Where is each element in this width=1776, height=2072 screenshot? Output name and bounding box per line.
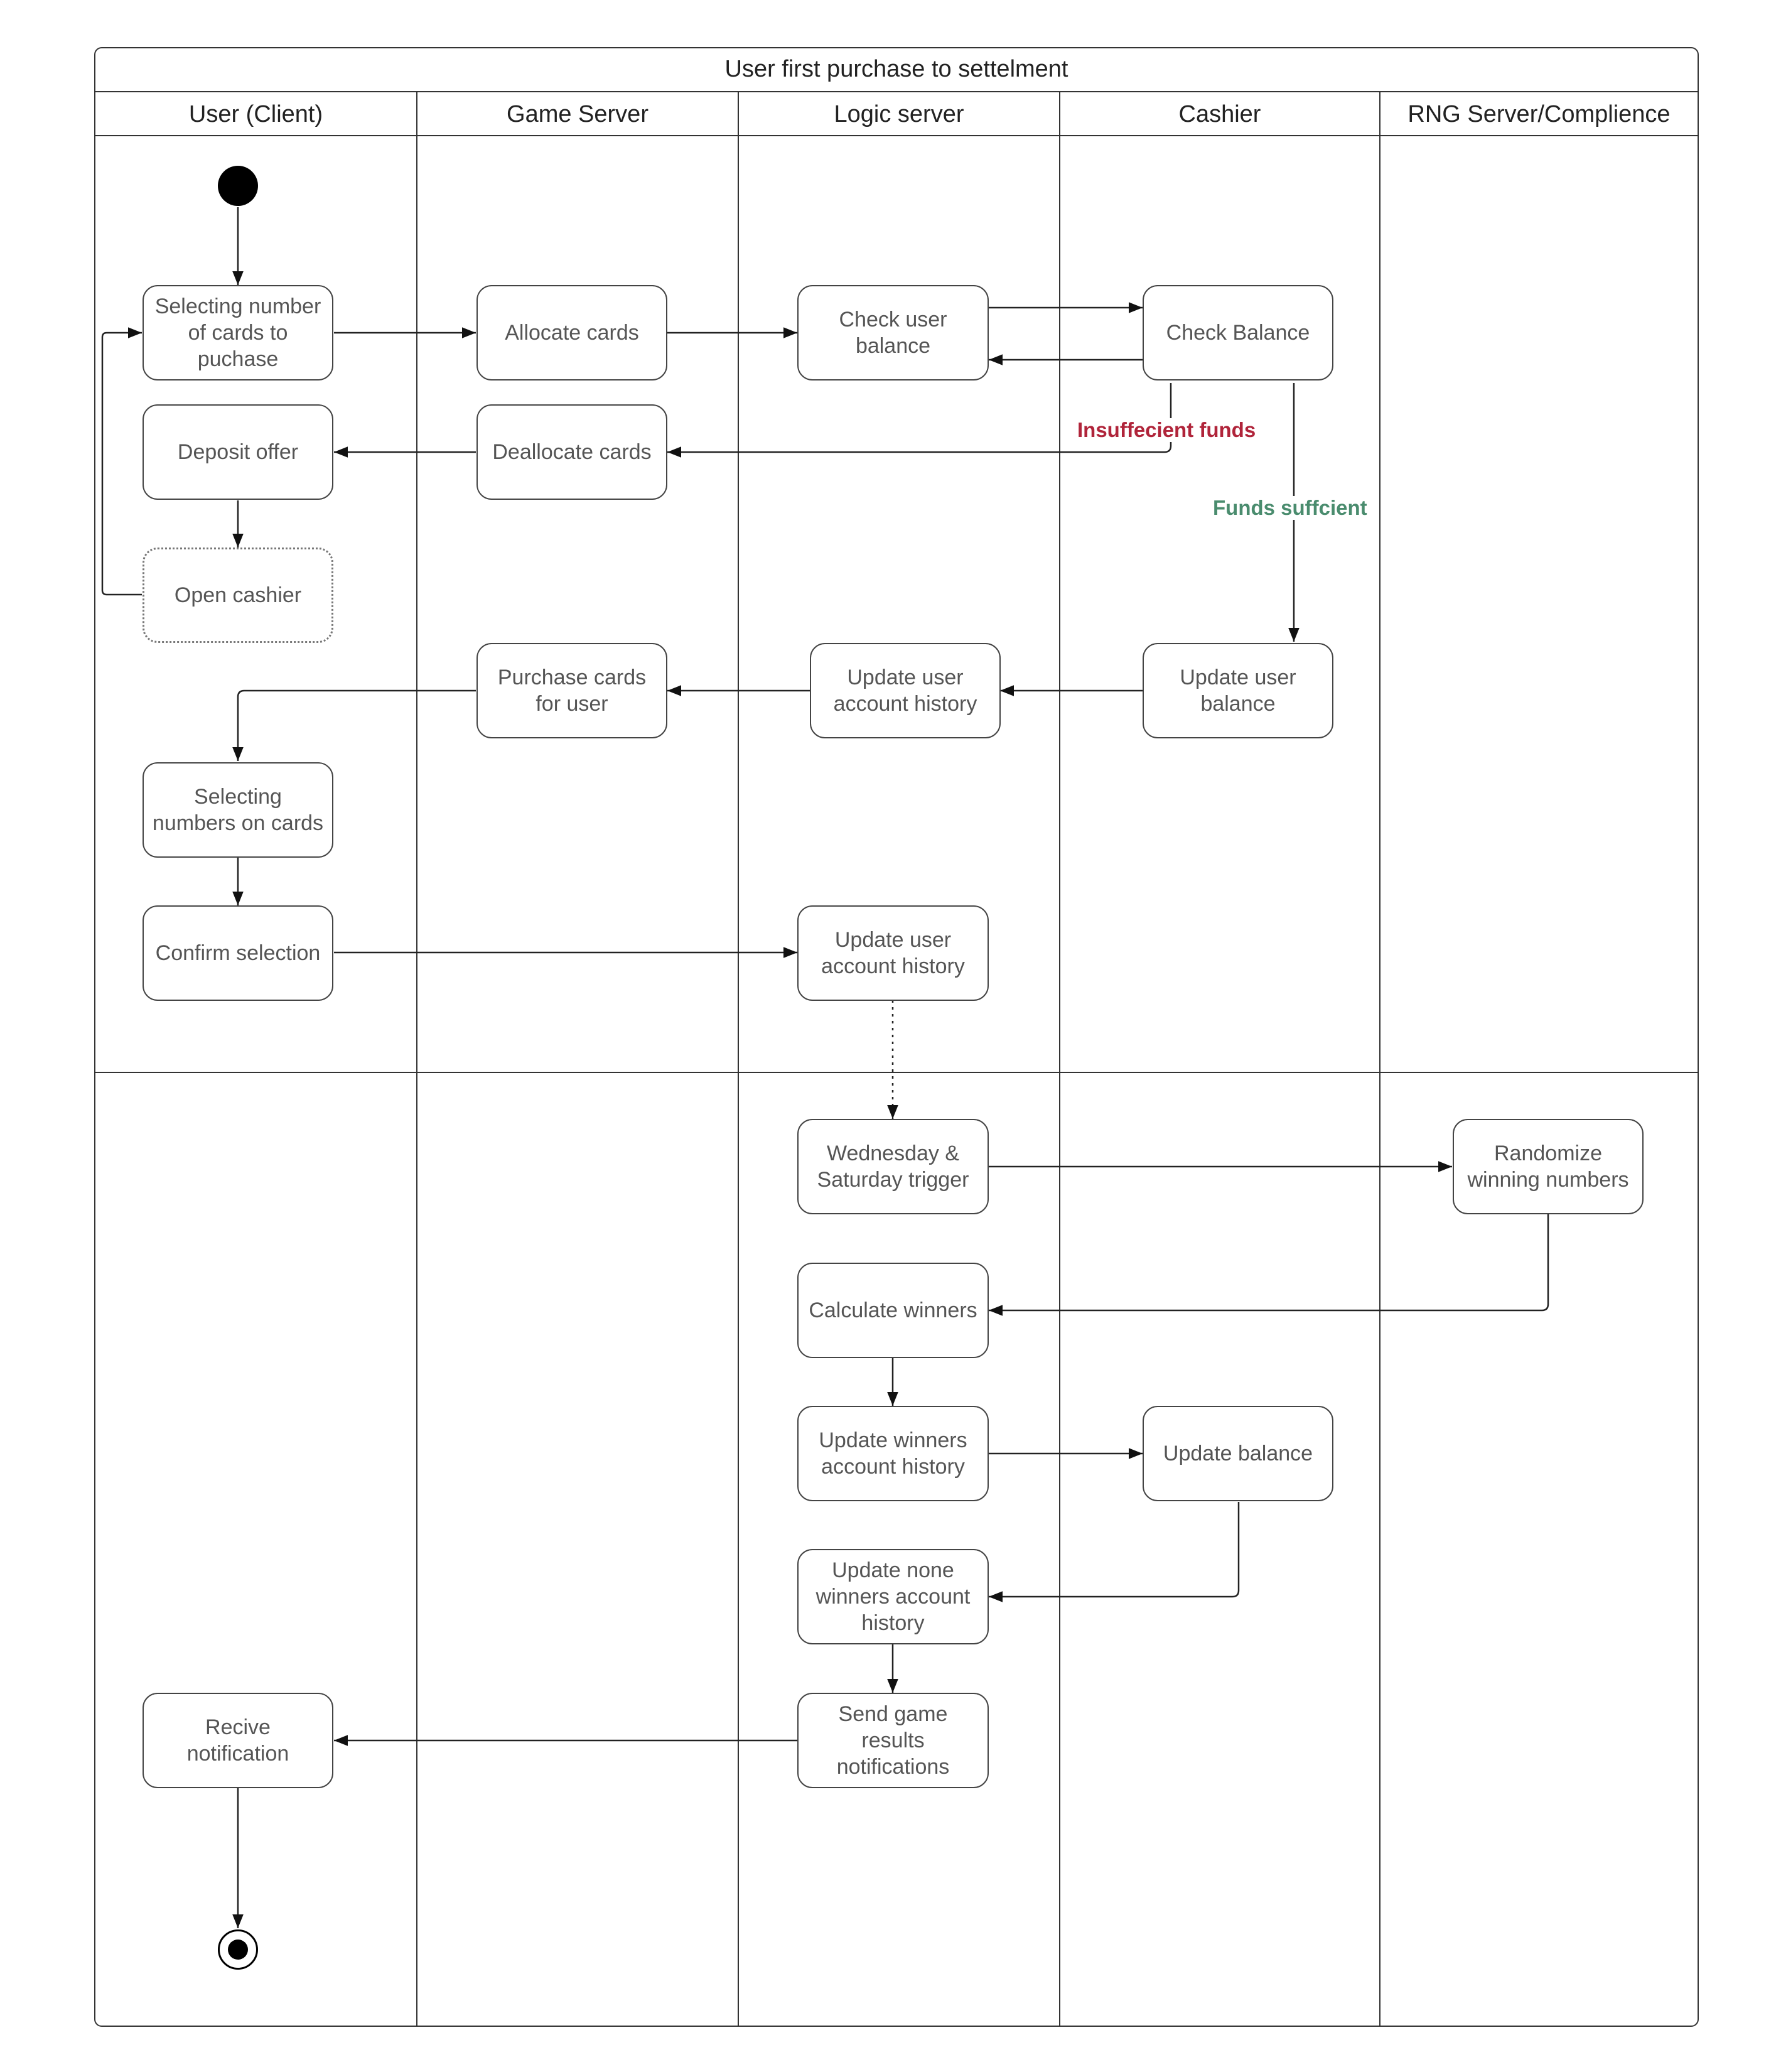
node-trigger: Wednesday & Saturday trigger: [797, 1119, 989, 1214]
node-send-results: Send game results notifications: [797, 1693, 989, 1788]
node-allocate-cards: Allocate cards: [476, 285, 667, 380]
edge-purchase-to-select-numbers: [232, 689, 476, 761]
edge-update-balance-to-non-winners: [989, 1502, 1240, 1602]
node-update-history-1: Update user account history: [810, 643, 1001, 738]
node-randomize: Randomize winning numbers: [1453, 1119, 1644, 1214]
diagram-title: User first purchase to settelment: [724, 55, 1068, 82]
diagram-frame: [94, 47, 1699, 2027]
edge-label-insufficient-funds: Insuffecient funds: [1075, 418, 1259, 442]
node-update-winners: Update winners account history: [797, 1406, 989, 1501]
end-node: [218, 1929, 258, 1970]
node-receive-notification: Recive notification: [143, 1693, 333, 1788]
node-open-cashier: Open cashier: [143, 548, 333, 643]
edge-open-cashier-to-select: [101, 327, 142, 596]
node-check-user-balance: Check user balance: [797, 285, 989, 380]
lane-header-game-server: Game Server: [507, 100, 649, 127]
node-select-numbers: Selecting numbers on cards: [143, 762, 333, 858]
node-update-history-2: Update user account history: [797, 905, 989, 1001]
start-node: [218, 166, 258, 206]
connectors: [101, 207, 1549, 1928]
node-update-balance: Update balance: [1143, 1406, 1333, 1501]
node-select-cards: Selecting number of cards to puchase: [143, 285, 333, 380]
node-confirm-selection: Confirm selection: [143, 905, 333, 1001]
node-update-user-balance: Update user balance: [1143, 643, 1333, 738]
lane-header-cashier: Cashier: [1178, 100, 1261, 127]
node-deallocate-cards: Deallocate cards: [476, 404, 667, 500]
lane-grid: [95, 91, 1698, 2026]
node-deposit-offer: Deposit offer: [143, 404, 333, 500]
lane-header-rng: RNG Server/Complience: [1407, 100, 1671, 127]
edge-insufficient-funds: [667, 383, 1172, 458]
node-update-non-winners: Update none winners account history: [797, 1549, 989, 1644]
lane-header-user: User (Client): [188, 100, 323, 127]
node-check-balance: Check Balance: [1143, 285, 1333, 380]
edge-label-funds-sufficient: Funds suffcient: [1210, 496, 1370, 520]
node-purchase-cards: Purchase cards for user: [476, 643, 667, 738]
lane-header-logic-server: Logic server: [834, 100, 964, 127]
node-calculate-winners: Calculate winners: [797, 1263, 989, 1358]
edge-randomize-to-calc: [989, 1214, 1549, 1316]
